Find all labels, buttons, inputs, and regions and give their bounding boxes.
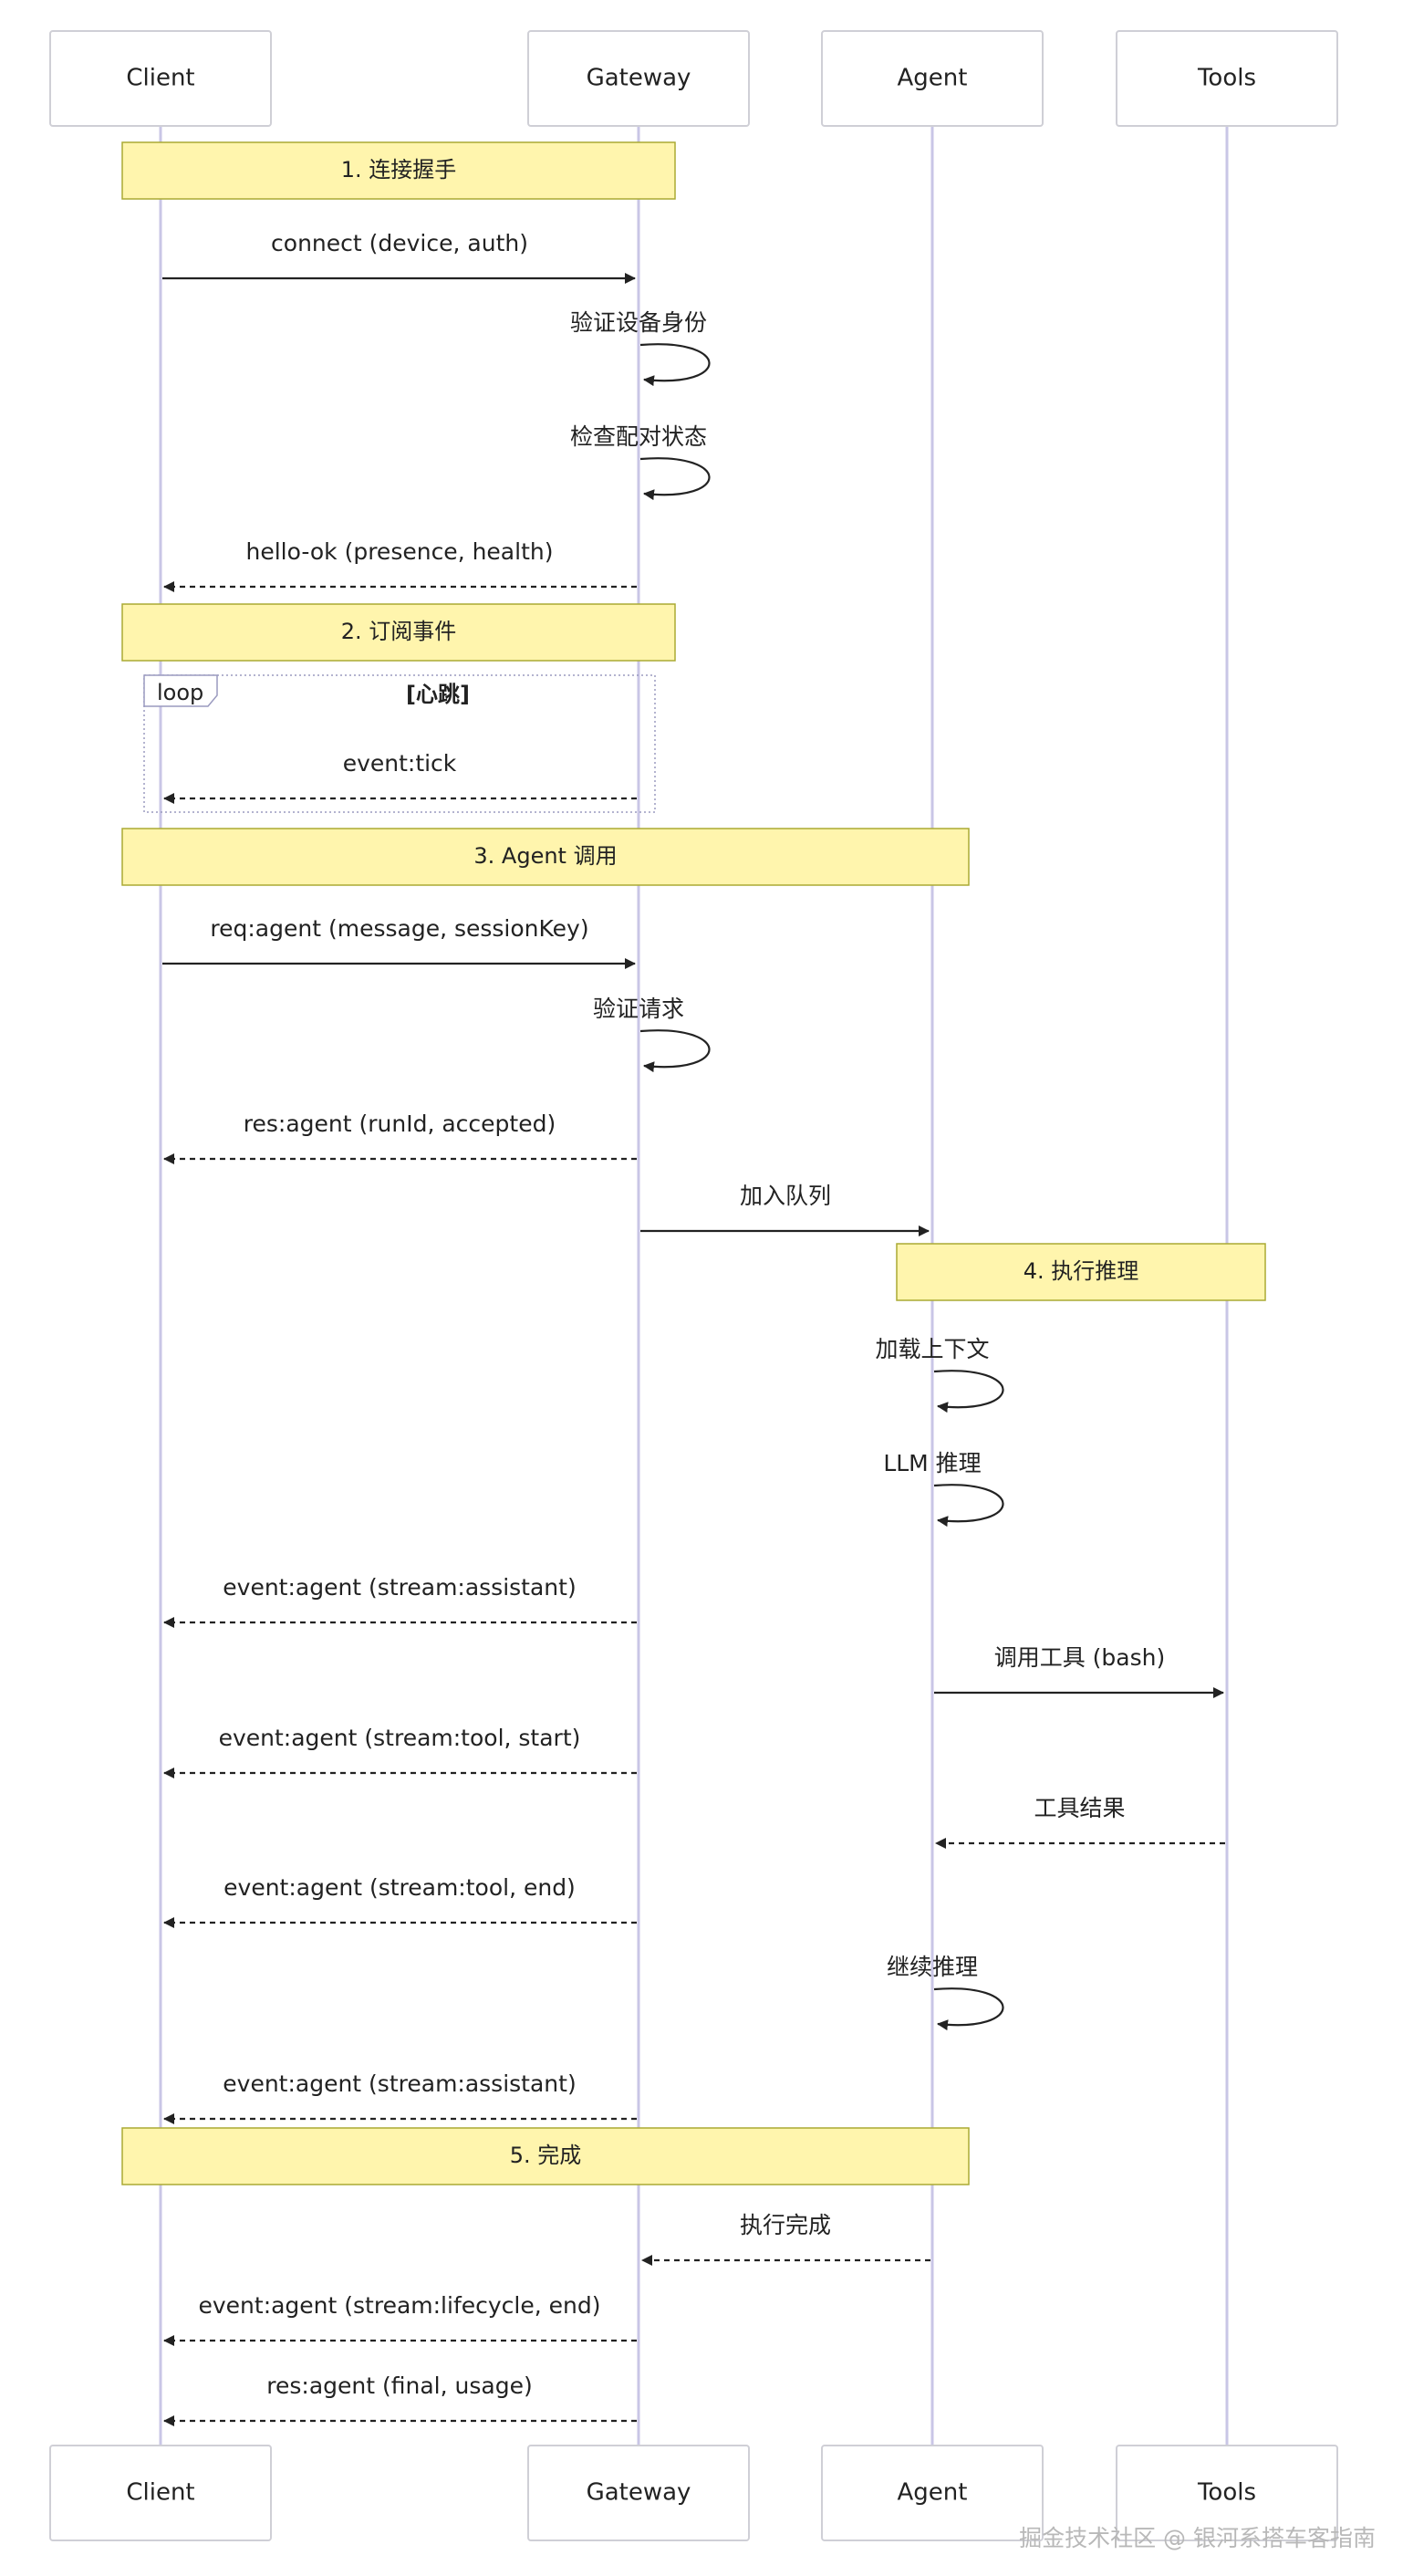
note-3: 3. Agent 调用 xyxy=(121,828,970,886)
actor-client-bottom: Client xyxy=(49,2445,272,2541)
actor-label: Client xyxy=(126,65,194,92)
note-label: 5. 完成 xyxy=(510,2143,582,2168)
message-label: LLM 推理 xyxy=(883,1450,981,1476)
message-18: event:agent (stream:assistant) xyxy=(163,2070,637,2124)
message-label: 继续推理 xyxy=(887,1954,978,1980)
message-4: hello-ok (presence, health) xyxy=(163,538,637,592)
note-2: 2. 订阅事件 xyxy=(121,603,676,662)
actor-label: Client xyxy=(126,2479,194,2507)
self-arrow xyxy=(639,343,711,387)
note-label: 3. Agent 调用 xyxy=(473,843,617,869)
message-13: 调用工具 (bash) xyxy=(934,1644,1224,1698)
self-arrow xyxy=(933,1987,1004,2031)
message-16: event:agent (stream:tool, end) xyxy=(163,1874,637,1928)
note-4: 4. 执行推理 xyxy=(896,1243,1266,1301)
self-arrow xyxy=(933,1370,1004,1413)
message-21: res:agent (final, usage) xyxy=(163,2373,637,2426)
message-label: 调用工具 (bash) xyxy=(994,1644,1166,1671)
loop-label: loop xyxy=(157,680,203,705)
message-1: connect (device, auth) xyxy=(162,230,636,284)
message-20: event:agent (stream:lifecycle, end) xyxy=(163,2292,637,2346)
loop-frame: loop [心跳] xyxy=(143,674,656,813)
message-label: event:tick xyxy=(343,750,457,777)
actor-label: Gateway xyxy=(587,65,691,92)
note-label: 2. 订阅事件 xyxy=(341,619,457,644)
message-3: 检查配对状态 xyxy=(570,423,711,501)
message-label: 检查配对状态 xyxy=(570,423,707,450)
message-label: res:agent (runId, accepted) xyxy=(244,1111,556,1137)
message-label: connect (device, auth) xyxy=(271,230,528,256)
message-label: event:agent (stream:assistant) xyxy=(223,2070,576,2097)
message-label: req:agent (message, sessionKey) xyxy=(210,915,588,942)
message-9: 加入队列 xyxy=(640,1183,930,1236)
actor-client-top: Client xyxy=(49,30,272,127)
message-11: LLM 推理 xyxy=(883,1450,1004,1528)
note-label: 1. 连接握手 xyxy=(341,157,457,183)
actor-agent-bottom: Agent xyxy=(821,2445,1044,2541)
actor-box xyxy=(49,2445,272,2541)
actors: ClientClientGatewayGatewayAgentAgentTool… xyxy=(49,30,1338,2541)
note-5: 5. 完成 xyxy=(121,2127,970,2185)
message-8: res:agent (runId, accepted) xyxy=(163,1111,637,1164)
actor-gateway-bottom: Gateway xyxy=(527,2445,750,2541)
message-label: event:agent (stream:assistant) xyxy=(223,1574,576,1601)
message-2: 验证设备身份 xyxy=(570,309,711,387)
message-10: 加载上下文 xyxy=(875,1336,1004,1413)
actor-box xyxy=(821,30,1044,127)
note-box xyxy=(121,141,676,200)
message-label: res:agent (final, usage) xyxy=(266,2373,532,2399)
actor-box xyxy=(821,2445,1044,2541)
message-label: 加载上下文 xyxy=(875,1336,989,1362)
message-6: req:agent (message, sessionKey) xyxy=(162,915,636,969)
message-label: hello-ok (presence, health) xyxy=(246,538,554,565)
message-label: event:agent (stream:tool, start) xyxy=(219,1725,581,1751)
actor-box xyxy=(527,2445,750,2541)
actor-tools-bottom: Tools xyxy=(1116,2445,1338,2541)
message-12: event:agent (stream:assistant) xyxy=(163,1574,637,1628)
actor-label: Tools xyxy=(1197,65,1256,92)
note-box xyxy=(121,828,970,886)
actor-label: Gateway xyxy=(587,2479,691,2507)
self-arrow xyxy=(933,1484,1004,1528)
actor-label: Tools xyxy=(1197,2479,1256,2507)
message-label: 执行完成 xyxy=(740,2212,831,2238)
loop-condition: [心跳] xyxy=(406,682,470,707)
message-label: event:agent (stream:tool, end) xyxy=(223,1874,576,1901)
note-box xyxy=(121,2127,970,2185)
actor-box xyxy=(1116,2445,1338,2541)
actor-label: Agent xyxy=(898,65,968,92)
actor-agent-top: Agent xyxy=(821,30,1044,127)
actor-label: Agent xyxy=(898,2479,968,2507)
actor-box xyxy=(49,30,272,127)
loop-box xyxy=(143,674,656,813)
message-5: event:tick xyxy=(163,750,637,804)
message-label: 验证请求 xyxy=(593,996,684,1022)
note-box xyxy=(121,603,676,662)
actor-box xyxy=(1116,30,1338,127)
message-label: 验证设备身份 xyxy=(570,309,707,336)
actor-box xyxy=(527,30,750,127)
message-label: 工具结果 xyxy=(1034,1795,1125,1821)
self-arrow xyxy=(639,457,711,501)
note-1: 1. 连接握手 xyxy=(121,141,676,200)
actor-gateway-top: Gateway xyxy=(527,30,750,127)
notes: 1. 连接握手 2. 订阅事件 3. Agent 调用 4. 执行推理 5. 完成 xyxy=(121,141,1266,2185)
message-15: 工具结果 xyxy=(935,1795,1225,1849)
message-7: 验证请求 xyxy=(593,996,711,1073)
note-box xyxy=(896,1243,1266,1301)
watermark: 掘金技术社区 @ 银河系搭车客指南 xyxy=(1019,2525,1376,2551)
note-label: 4. 执行推理 xyxy=(1024,1258,1139,1284)
message-17: 继续推理 xyxy=(887,1954,1004,2031)
message-label: 加入队列 xyxy=(740,1183,831,1209)
actor-tools-top: Tools xyxy=(1116,30,1338,127)
loop-tab xyxy=(143,674,218,707)
message-19: 执行完成 xyxy=(641,2212,930,2266)
self-arrow xyxy=(639,1029,711,1073)
message-14: event:agent (stream:tool, start) xyxy=(163,1725,637,1778)
message-label: event:agent (stream:lifecycle, end) xyxy=(198,2292,600,2319)
